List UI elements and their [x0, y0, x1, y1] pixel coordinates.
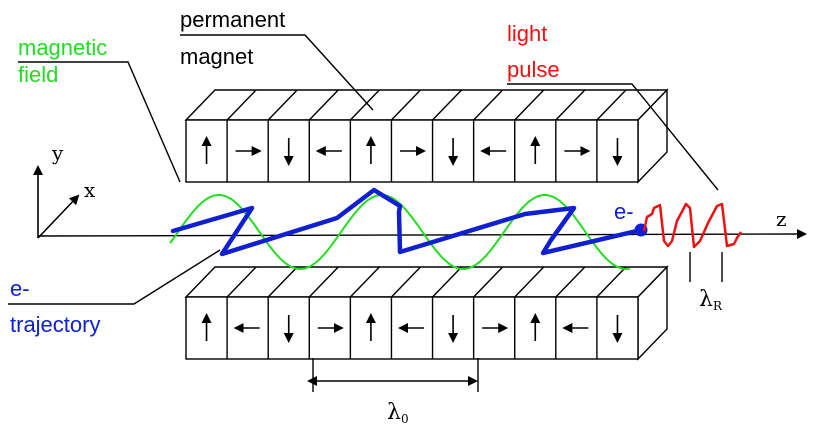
top-magnet-array: [184, 88, 669, 184]
light-pulse-wave: [642, 202, 743, 249]
bottom-magnet-top-face: [184, 266, 669, 298]
bottom-magnet-segment-edge: [473, 266, 504, 298]
lambda-0-label: λ0: [387, 400, 409, 426]
top-magnet-segment-edge: [432, 89, 463, 121]
electron-trajectory: [170, 187, 644, 257]
bottom-magnet-segment-edge: [390, 266, 421, 298]
bottom-magnet-segment-edge: [267, 266, 298, 298]
bottom-magnet-segment-edge: [555, 266, 586, 298]
trajectory-leader: [8, 249, 221, 305]
lambda-r-marker: [689, 252, 723, 282]
bottom-magnet-segment-edge: [349, 266, 380, 298]
light-pulse-label-line1: light: [507, 21, 547, 46]
bottom-magnet-array: [184, 265, 669, 361]
top-magnet-segment-edge: [349, 89, 380, 121]
lambda-r-symbol: λ: [699, 287, 713, 312]
axis-y-label: y: [51, 141, 64, 165]
bottom-magnet-segment-edge: [432, 266, 463, 298]
lambda-0-marker: [307, 358, 479, 392]
permanent-magnet-leader: [180, 34, 374, 111]
bottom-magnet-segment-edge: [226, 266, 257, 298]
top-magnet-segment-edge: [308, 89, 339, 121]
axis-z-label: z: [776, 207, 787, 231]
trajectory-label-line2: trajectory: [10, 312, 100, 337]
bottom-magnet-segment-edge: [514, 266, 545, 298]
z-axis-line: [37, 229, 807, 240]
magnetic-field-label-line1: magnetic: [18, 35, 107, 60]
top-magnet-segment-edge: [473, 89, 504, 121]
leader-lines: [8, 34, 719, 305]
bottom-magnet-segment-edge: [308, 266, 339, 298]
lambda-r-subscript: R: [713, 299, 723, 313]
magnetic-field-label-line2: field: [18, 62, 58, 87]
axis-x-label: x: [84, 178, 96, 202]
lambda-r-label: λR: [699, 287, 723, 313]
coordinate-axes: y x z: [33, 141, 807, 240]
permanent-magnet-label-line2: magnet: [180, 44, 253, 69]
lambda-0-symbol: λ: [387, 400, 401, 425]
top-magnet-segment-edge: [596, 89, 627, 121]
trajectory-label-line1: e-: [10, 276, 30, 301]
magnetic-field-leader: [18, 61, 181, 183]
light-pulse-leader: [507, 83, 719, 191]
top-magnet-top-face: [184, 89, 669, 121]
bottom-magnet-segment-edge: [596, 266, 627, 298]
top-magnet-segment-edge: [390, 89, 421, 121]
top-magnet-segment-edge: [226, 89, 257, 121]
top-magnet-segment-edge: [555, 89, 586, 121]
x-axis-line: [37, 194, 80, 239]
lambda-0-subscript: 0: [401, 412, 409, 426]
top-magnet-segment-edge: [514, 89, 545, 121]
light-pulse-label-line2: pulse: [507, 57, 560, 82]
top-magnet-segment-edge: [267, 89, 298, 121]
electron-label: e-: [614, 199, 634, 224]
permanent-magnet-label-line1: permanent: [180, 7, 285, 32]
